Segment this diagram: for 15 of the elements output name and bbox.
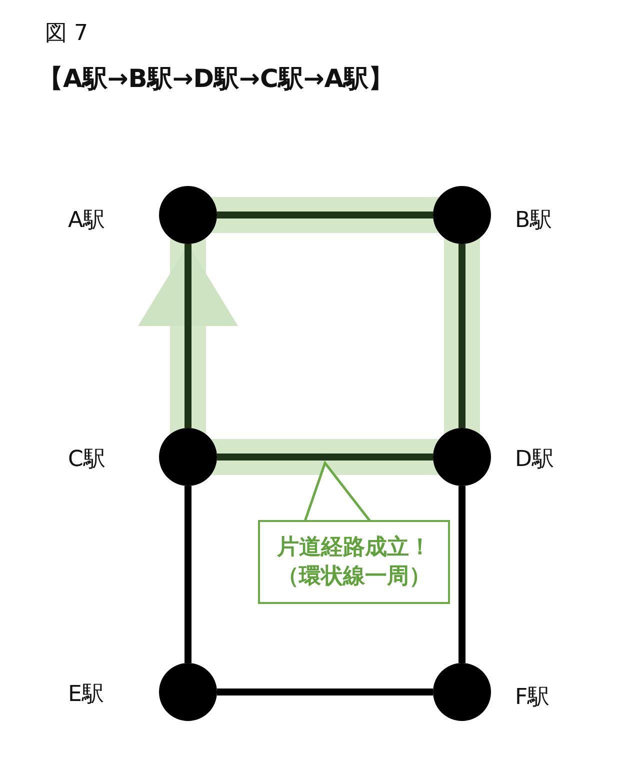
station-label: B駅 xyxy=(515,207,552,235)
station-label: C駅 xyxy=(68,446,106,474)
track-line xyxy=(217,688,433,696)
station-label: E駅 xyxy=(68,681,104,709)
track-line xyxy=(458,486,466,663)
track-line xyxy=(184,486,192,663)
station-label: F駅 xyxy=(515,684,550,712)
figure-number: 図 7 xyxy=(45,20,88,48)
route-arrow xyxy=(138,244,238,428)
title: 【A駅→B駅→D駅→C駅→A駅】 xyxy=(38,63,394,95)
track-line xyxy=(217,454,433,460)
station-label: D駅 xyxy=(515,446,554,474)
station-label: A駅 xyxy=(68,207,106,235)
track-line xyxy=(458,244,466,428)
track-line xyxy=(217,212,433,218)
